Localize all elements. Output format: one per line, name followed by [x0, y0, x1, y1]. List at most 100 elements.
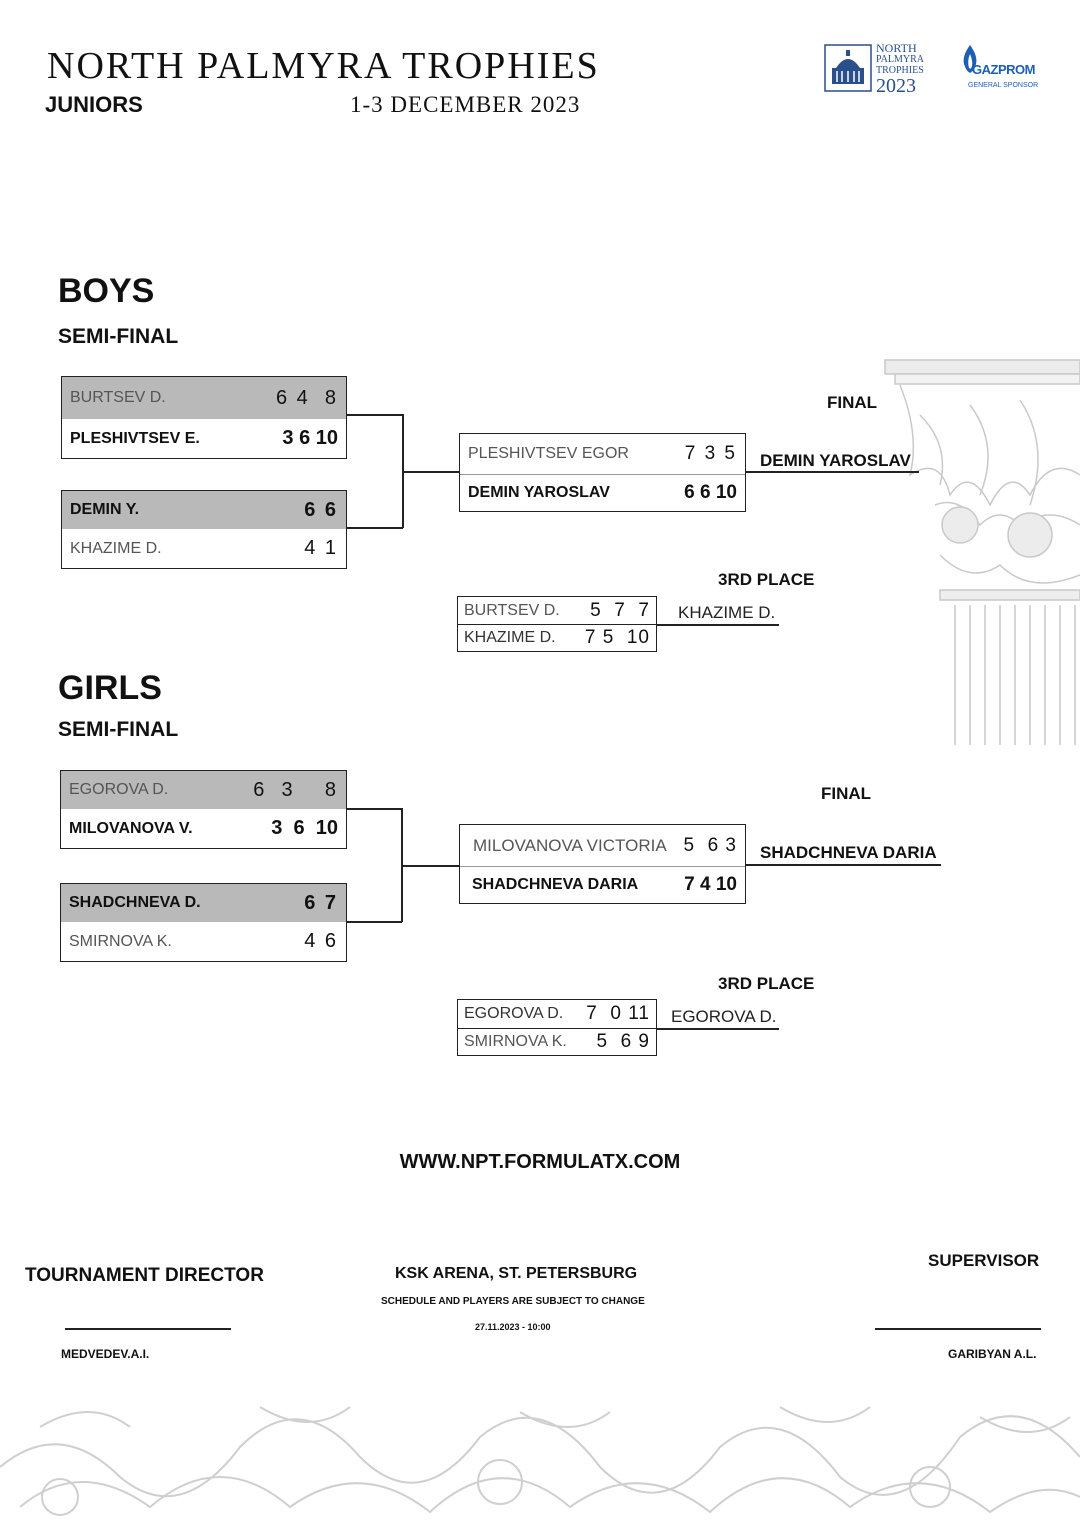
boys-champion: DEMIN YAROSLAV	[760, 451, 911, 472]
match-row: EGOROVA D. 6 3 8	[61, 771, 346, 809]
player-name: EGOROVA D.	[69, 781, 168, 799]
player-score: 7 3 5	[685, 443, 737, 465]
acanthus-ornament	[0, 1387, 1080, 1527]
schedule-notice: SCHEDULE AND PLAYERS ARE SUBJECT TO CHAN…	[381, 1296, 645, 1307]
tournament-logo: NORTH PALMYRA TROPHIES 2023	[824, 44, 930, 94]
sponsor-name: GAZPROM	[972, 62, 1035, 77]
player-name: DEMIN YAROSLAV	[468, 484, 610, 502]
tournament-dates: 1-3 DECEMBER 2023	[350, 92, 580, 118]
sponsor-logo: GAZPROM GENERAL SPONSOR	[954, 44, 1034, 94]
match-row: PLESHIVTSEV E. 3 6 10	[62, 419, 346, 458]
player-score: 3 6 10	[282, 427, 338, 450]
player-score: 5 6 3	[683, 835, 737, 857]
match-row: DEMIN YAROSLAV 6 6 10	[460, 474, 745, 511]
girls-round-label: SEMI-FINAL	[58, 718, 178, 742]
supervisor-label: SUPERVISOR	[928, 1251, 1039, 1271]
player-name: MILOVANOVA V.	[69, 820, 193, 838]
bracket-line	[347, 921, 402, 923]
girls-champion: SHADCHNEVA DARIA	[760, 843, 937, 863]
girls-final: MILOVANOVA VICTORIA 5 6 3 SHADCHNEVA DAR…	[459, 824, 746, 904]
logo-year: 2023	[876, 76, 924, 96]
player-score: 4 6	[304, 930, 338, 953]
player-name: BURTSEV D.	[70, 389, 166, 407]
boys-final-label: FINAL	[827, 393, 877, 413]
director-signature-line	[65, 1328, 231, 1330]
bracket-line	[347, 414, 403, 416]
column-ornament	[880, 355, 1080, 745]
player-name: KHAZIME D.	[70, 540, 162, 558]
bracket-line	[657, 1028, 779, 1030]
boys-semifinal-1: BURTSEV D. 6 4 8 PLESHIVTSEV E. 3 6 10	[61, 376, 347, 459]
match-row: DEMIN Y. 6 6	[62, 491, 346, 529]
girls-final-label: FINAL	[821, 784, 871, 804]
logo-line-1: NORTH	[876, 43, 924, 54]
match-row: SHADCHNEVA D. 6 7	[61, 884, 346, 922]
bracket-line	[657, 624, 779, 626]
match-row: BURTSEV D. 5 7 7	[458, 597, 656, 624]
venue: KSK ARENA, ST. PETERSBURG	[395, 1265, 637, 1283]
player-score: 6 6	[304, 499, 338, 522]
match-row: SMIRNOVA K. 5 6 9	[458, 1028, 656, 1055]
girls-semifinal-2: SHADCHNEVA D. 6 7 SMIRNOVA K. 4 6	[60, 883, 347, 962]
player-name: BURTSEV D.	[464, 602, 560, 620]
player-score: 4 1	[304, 537, 338, 560]
player-name: KHAZIME D.	[464, 629, 556, 647]
girls-third-place-label: 3RD PLACE	[718, 974, 814, 994]
match-row: KHAZIME D. 7 5 10	[458, 624, 656, 651]
player-name: SMIRNOVA K.	[69, 933, 172, 951]
player-name: EGOROVA D.	[464, 1005, 563, 1023]
bracket-line	[401, 865, 460, 867]
player-name: MILOVANOVA VICTORIA	[473, 836, 667, 856]
sponsor-tagline: GENERAL SPONSOR	[968, 82, 1038, 89]
boys-semifinal-2: DEMIN Y. 6 6 KHAZIME D. 4 1	[61, 490, 347, 569]
player-score: 6 7	[304, 892, 338, 915]
player-name: PLESHIVTSEV E.	[70, 430, 200, 448]
director-name: MEDVEDEV.A.I.	[61, 1347, 149, 1361]
bracket-line	[347, 808, 402, 810]
bracket-line	[347, 527, 403, 529]
match-row: MILOVANOVA VICTORIA 5 6 3	[460, 825, 745, 866]
boys-third-place-winner: KHAZIME D.	[678, 603, 775, 623]
bracket-line	[746, 864, 941, 866]
player-score: 7 5 10	[585, 627, 650, 649]
boys-final: PLESHIVTSEV EGOR 7 3 5 DEMIN YAROSLAV 6 …	[459, 433, 746, 512]
category-label: JUNIORS	[45, 92, 143, 118]
player-name: PLESHIVTSEV EGOR	[468, 445, 629, 463]
player-score: 3 6 10	[271, 817, 338, 840]
girls-third-place-winner: EGOROVA D.	[671, 1007, 777, 1027]
supervisor-signature-line	[875, 1328, 1041, 1330]
match-row: BURTSEV D. 6 4 8	[62, 377, 346, 419]
player-score: 6 6 10	[684, 482, 737, 504]
match-row: EGOROVA D. 7 0 11	[458, 1000, 656, 1028]
player-name: SHADCHNEVA DARIA	[472, 876, 638, 894]
player-score: 5 7 7	[590, 600, 650, 622]
boys-third-place-label: 3RD PLACE	[718, 570, 814, 590]
match-row: SHADCHNEVA DARIA 7 4 10	[460, 866, 745, 903]
website-link[interactable]: WWW.NPT.FORMULATX.COM	[0, 1151, 1080, 1174]
player-score: 6 4 8	[276, 387, 338, 410]
player-score: 7 4 10	[684, 874, 737, 896]
match-row: MILOVANOVA V. 3 6 10	[61, 809, 346, 848]
player-name: DEMIN Y.	[70, 501, 139, 519]
match-row: KHAZIME D. 4 1	[62, 529, 346, 568]
bracket-line	[402, 471, 460, 473]
match-row: PLESHIVTSEV EGOR 7 3 5	[460, 434, 745, 474]
player-score: 7 0 11	[586, 1003, 650, 1025]
timestamp: 27.11.2023 - 10:00	[475, 1322, 551, 1332]
match-row: SMIRNOVA K. 4 6	[61, 922, 346, 961]
player-name: SHADCHNEVA D.	[69, 894, 201, 912]
supervisor-name: GARIBYAN A.L.	[948, 1347, 1036, 1361]
player-name: SMIRNOVA K.	[464, 1033, 567, 1051]
player-score: 6 3 8	[253, 779, 338, 802]
girls-heading: GIRLS	[58, 669, 162, 708]
girls-semifinal-1: EGOROVA D. 6 3 8 MILOVANOVA V. 3 6 10	[60, 770, 347, 849]
logo-line-2: PALMYRA	[876, 54, 924, 65]
girls-third-place-match: EGOROVA D. 7 0 11 SMIRNOVA K. 5 6 9	[457, 999, 657, 1056]
boys-third-place-match: BURTSEV D. 5 7 7 KHAZIME D. 7 5 10	[457, 596, 657, 652]
director-label: TOURNAMENT DIRECTOR	[25, 1265, 264, 1287]
palace-icon	[824, 44, 872, 92]
boys-round-label: SEMI-FINAL	[58, 325, 178, 349]
boys-heading: BOYS	[58, 272, 154, 311]
page-title: NORTH PALMYRA TROPHIES	[47, 44, 600, 88]
player-score: 5 6 9	[596, 1031, 650, 1053]
